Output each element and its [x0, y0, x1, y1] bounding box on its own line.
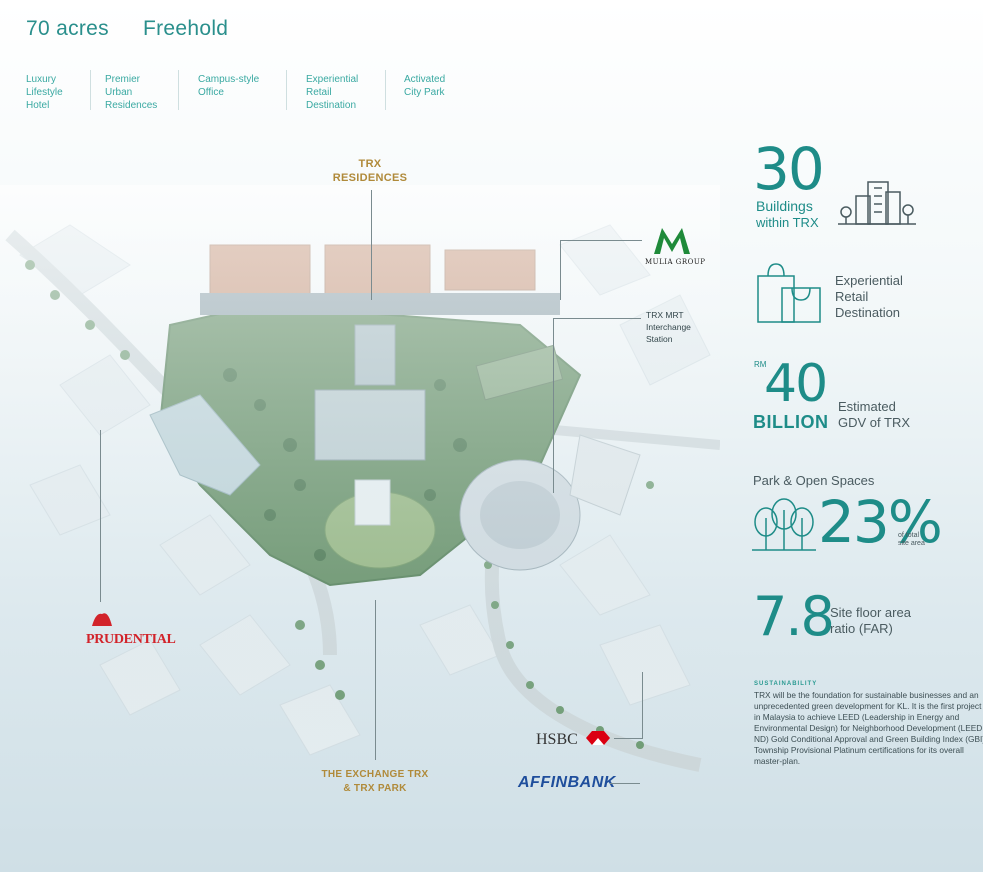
park-sublabel: of total site area: [898, 532, 925, 547]
mulia-logo-icon: [654, 228, 690, 254]
feature-park: Activated City Park: [404, 74, 446, 98]
gdv-unit: BILLION: [753, 412, 829, 432]
callout-line: [642, 672, 643, 739]
shopping-bags-icon: [757, 263, 821, 323]
callout-line: [560, 240, 642, 241]
feature-office: Campus-style Office: [198, 74, 260, 98]
callout-line: [553, 318, 554, 493]
callout-line: [560, 240, 561, 300]
park-heading: Park & Open Spaces: [753, 473, 875, 488]
exchange-label: THE EXCHANGE TRX & TRX PARK: [321, 769, 429, 794]
tenure-label: Freehold: [143, 17, 229, 40]
hsbc-hexagon-icon: [586, 731, 610, 745]
park-percent: 23%: [818, 488, 943, 556]
gdv-currency: RM: [754, 360, 767, 369]
callout-line: [614, 738, 642, 739]
buildings-label: Buildings: [756, 198, 813, 214]
sustainability-body: TRX will be the foundation for sustainab…: [754, 690, 983, 766]
site-map-illustration: [0, 185, 720, 785]
far-label: Site floor area ratio (FAR): [830, 605, 911, 636]
buildings-icon: [838, 181, 916, 225]
buildings-sublabel: within TRX: [756, 215, 819, 230]
prudential-logo: PRUDENTIAL: [86, 632, 176, 647]
feature-divider: [178, 70, 179, 110]
feature-divider: [90, 70, 91, 110]
feature-residences: Premier Urban Residences: [105, 74, 158, 111]
prudential-rock-icon: [92, 613, 112, 626]
gdv-label: Estimated GDV of TRX: [838, 399, 911, 430]
affin-logo: AFFINBANK: [518, 774, 616, 791]
sustainability-heading: SUSTAINABILITY: [754, 681, 818, 687]
retail-label: Experiential Retail Destination: [835, 273, 903, 320]
trees-icon: [752, 498, 816, 551]
residences-label: TRX RESIDENCES: [332, 158, 408, 184]
gdv-number: 40: [764, 354, 828, 414]
mrt-label: TRX MRT Interchange Station: [646, 310, 691, 344]
callout-line: [100, 430, 101, 602]
buildings-count: 30: [753, 135, 825, 203]
feature-divider: [286, 70, 287, 110]
far-number: 7.8: [753, 585, 835, 648]
area-label: 70 acres: [26, 17, 109, 40]
feature-hotel: Luxury Lifestyle Hotel: [26, 74, 63, 111]
callout-line: [375, 600, 376, 760]
callout-line: [553, 318, 641, 319]
feature-divider: [385, 70, 386, 110]
hsbc-logo: HSBC: [536, 731, 578, 748]
callout-line: [371, 190, 372, 300]
feature-retail: Experiential Retail Destination: [306, 74, 359, 111]
callout-line: [610, 783, 640, 784]
mulia-logo-text: MULIA GROUP: [645, 258, 706, 266]
